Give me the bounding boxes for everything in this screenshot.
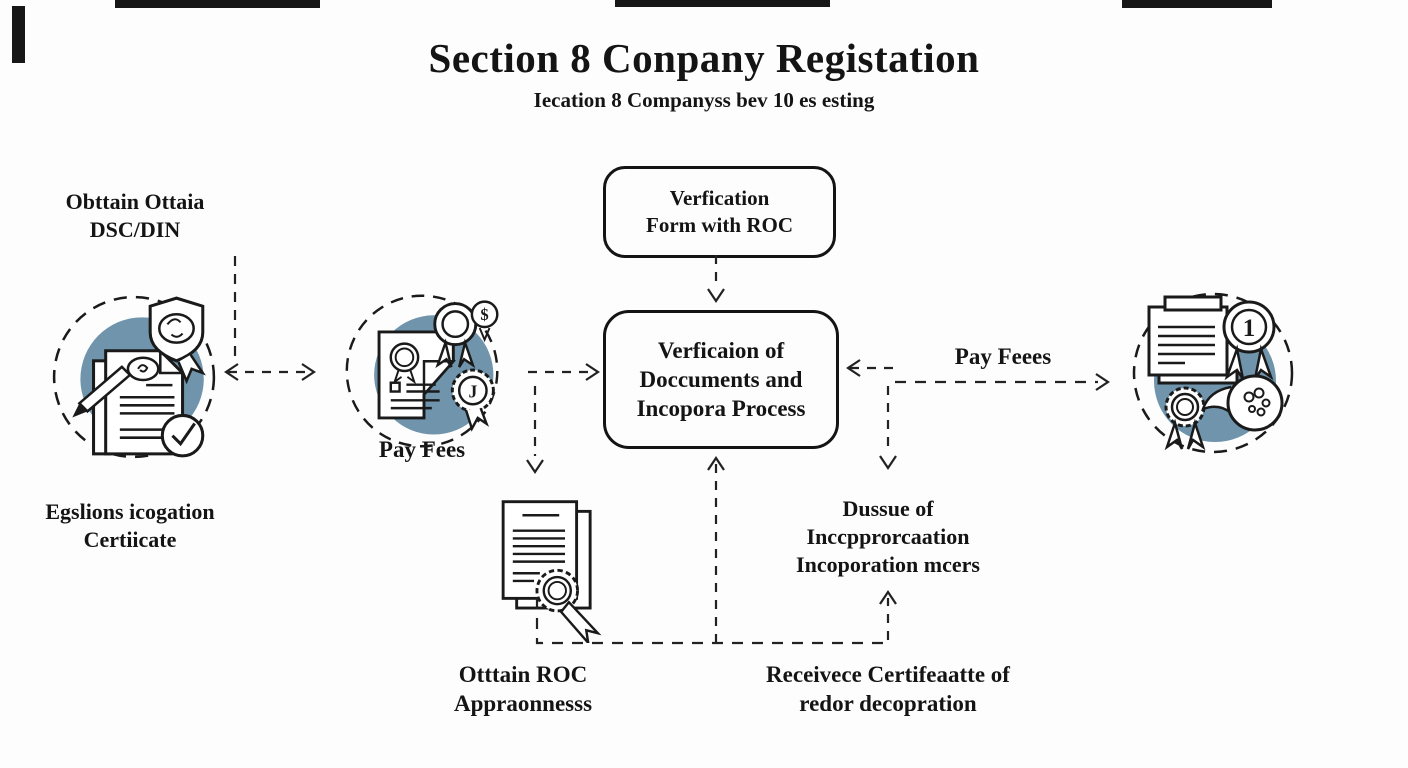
award-tail-right: [457, 338, 476, 369]
arrowhead-up: [707, 456, 725, 471]
pen: [77, 365, 132, 414]
check-mark: [171, 422, 196, 447]
flow-box-verification-documents: Verficaion of Doccuments and Incopora Pr…: [603, 310, 839, 449]
seal-inner: [394, 347, 415, 368]
paper-tab: [1163, 295, 1223, 312]
plate-blob: [1248, 405, 1256, 413]
medal-tail-left: [1224, 344, 1245, 381]
label-line: Otttain ROC: [458, 662, 588, 687]
label-line: Egslions icogation: [45, 499, 215, 524]
swoosh-ribbon: [1200, 385, 1232, 414]
label-obtain-roc: Otttain ROC Appraonnesss: [454, 660, 592, 718]
dashed-ring: [1132, 292, 1294, 454]
dsc-din-document-icon-svg: [52, 295, 216, 459]
dsc-din-document-icon: [45, 288, 223, 466]
label-obtain-dsc-din: Obttain Ottaia DSC/DIN: [66, 188, 205, 244]
label-line: Incoporation mcers: [796, 552, 980, 577]
shield-ribbon: [177, 354, 206, 385]
medal-number: 1: [1243, 315, 1256, 342]
label-line: redor decopration: [799, 691, 977, 716]
page-fold: [159, 350, 183, 375]
top-left-deco-bar: [115, 0, 320, 8]
label-line: Inccpprorcaation: [806, 524, 970, 549]
label-line: Certiicate: [83, 527, 177, 552]
arrowhead-right: [1095, 373, 1110, 391]
pay-fees-document-icon-svg: $ J: [345, 294, 499, 448]
text-lines: [1158, 325, 1215, 365]
rosette-ribbon: [464, 407, 490, 432]
diagram-subtitle: Iecation 8 Companyss bev 10 es esting: [533, 88, 875, 112]
arrowhead-down: [526, 459, 544, 474]
label-line: Obttain Ottaia: [65, 189, 205, 214]
label-pay-feees: Pay Feees: [954, 344, 1052, 369]
shield-inner: [158, 313, 195, 344]
dashed-ring: [345, 294, 499, 448]
plate-circle: [1226, 374, 1284, 432]
arrowhead-down: [879, 455, 897, 470]
label-registration-certificate: Egslions icogation Certiicate: [45, 498, 214, 554]
dollar-coin: [470, 300, 499, 329]
label-line: Receivece Certifeaatte of: [766, 662, 1010, 687]
award-ribbon-circle: [433, 302, 478, 347]
box-line: Incopora Process: [636, 396, 806, 421]
plate-blob: [1253, 387, 1265, 399]
arrowhead-right: [301, 363, 316, 381]
pay-fees-document-icon: $ J: [338, 285, 510, 457]
medal-tail-right: [1253, 344, 1274, 381]
label-line: Appraonnesss: [453, 691, 593, 716]
plate-blob: [1261, 398, 1271, 408]
rosette-mid: [1170, 392, 1200, 422]
flow-box-verification-form: Verfication Form with ROC: [603, 166, 836, 258]
box-line: Doccuments and: [639, 367, 803, 392]
box-line: Verfication: [669, 186, 770, 210]
final-certificate-award-icon: 1: [1125, 285, 1301, 461]
dashed-ring: [52, 295, 216, 459]
final-certificate-award-icon-svg: 1: [1132, 292, 1294, 454]
label-line: Dussue of: [842, 496, 934, 521]
shield-badge: [148, 296, 205, 363]
shield-scribble: [166, 318, 184, 338]
arrowhead-down: [707, 288, 725, 303]
rosette-inner: [1176, 398, 1194, 416]
coin-stand: [478, 327, 491, 343]
arrowhead-left: [224, 363, 239, 381]
label-issue-incorporation: Dussue of Inccpprorcaation Incoporation …: [796, 495, 980, 579]
label-receive-certificate: Receivece Certifeaatte of redor decoprat…: [766, 660, 1010, 718]
pen-tip: [72, 403, 88, 418]
diagram-title: Section 8 Conpany Registation: [428, 35, 980, 81]
box-line: Form with ROC: [646, 213, 793, 237]
left-edge-deco-bar: [12, 6, 25, 63]
text-lines: [512, 514, 565, 583]
front-paper: [1147, 305, 1229, 377]
scribble-blob: [126, 356, 160, 382]
award-inner-circle: [441, 310, 470, 339]
top-right-deco-bar: [1122, 0, 1272, 8]
arrowhead-up: [879, 590, 897, 605]
dollar-symbol: $: [480, 305, 488, 324]
arrowhead-right: [585, 363, 600, 381]
text-lines: [390, 383, 440, 410]
roc-certificate-icon: [478, 488, 623, 647]
scribble: [137, 364, 149, 373]
label-line: DSC/DIN: [89, 217, 181, 242]
checkbox-square: [389, 381, 401, 393]
rosette-inner: [457, 375, 488, 406]
rosette-tail-left: [1164, 418, 1184, 451]
award-tail-left: [435, 338, 453, 369]
top-center-deco-bar: [615, 0, 830, 7]
roc-certificate-icon-svg: [501, 500, 602, 647]
medal-inner-circle: [1230, 308, 1268, 346]
box-line: Verficaion of: [657, 338, 785, 363]
rosette-letter: J: [468, 381, 477, 401]
arrowhead-left: [846, 359, 861, 377]
plate-blob: [1256, 407, 1266, 417]
rosette-tail-right: [1186, 418, 1206, 451]
plate-blob: [1243, 391, 1255, 403]
text-lines: [119, 383, 175, 439]
check-circle: [160, 413, 205, 458]
